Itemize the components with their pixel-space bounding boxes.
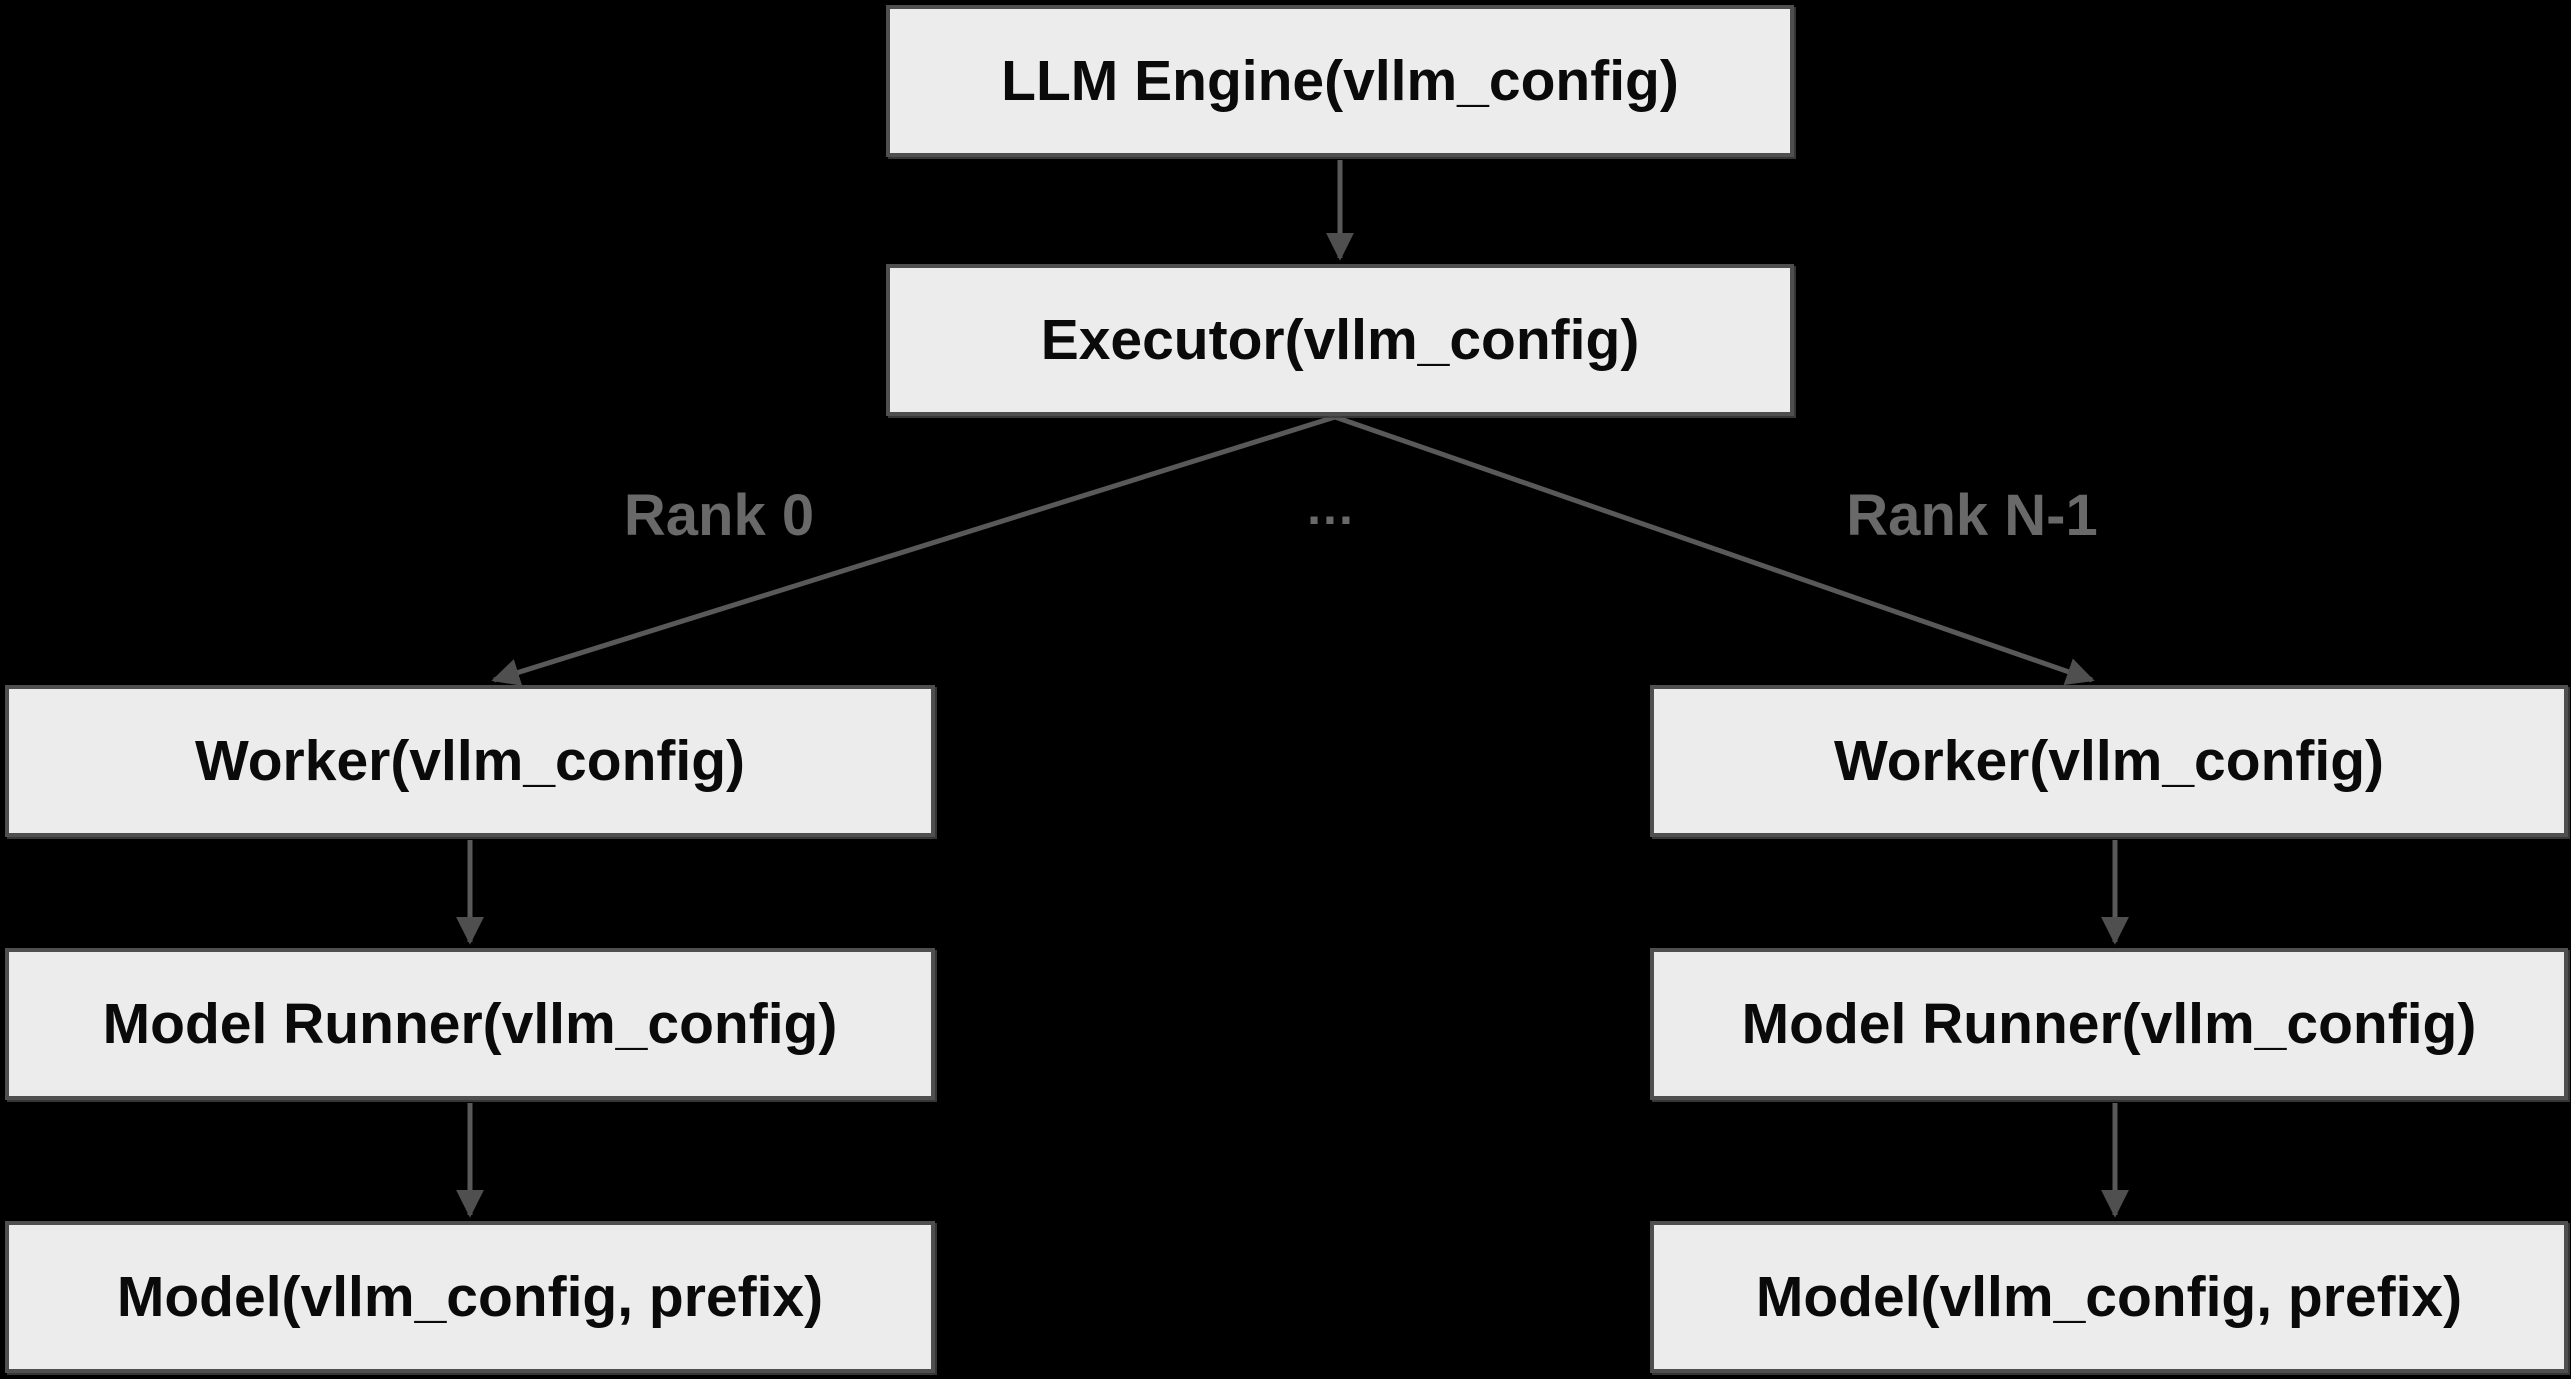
node-model-runner-left: Model Runner(vllm_config) — [5, 948, 935, 1100]
node-worker-right: Worker(vllm_config) — [1650, 685, 2568, 837]
edge-label-ellipsis: ... — [1307, 479, 1355, 535]
node-worker-left: Worker(vllm_config) — [5, 685, 935, 837]
node-model-runner-right: Model Runner(vllm_config) — [1650, 948, 2568, 1100]
node-llm-engine: LLM Engine(vllm_config) — [886, 5, 1794, 157]
arrow-executor-to-worker-left — [491, 414, 1336, 686]
arrow-executor-to-worker-right — [1334, 414, 2095, 685]
node-executor: Executor(vllm_config) — [886, 264, 1794, 416]
edge-label-rank-0: Rank 0 — [623, 483, 815, 548]
edge-label-rank-n-1: Rank N-1 — [1846, 483, 2098, 548]
node-model-left: Model(vllm_config, prefix) — [5, 1221, 935, 1373]
node-model-right: Model(vllm_config, prefix) — [1650, 1221, 2568, 1373]
